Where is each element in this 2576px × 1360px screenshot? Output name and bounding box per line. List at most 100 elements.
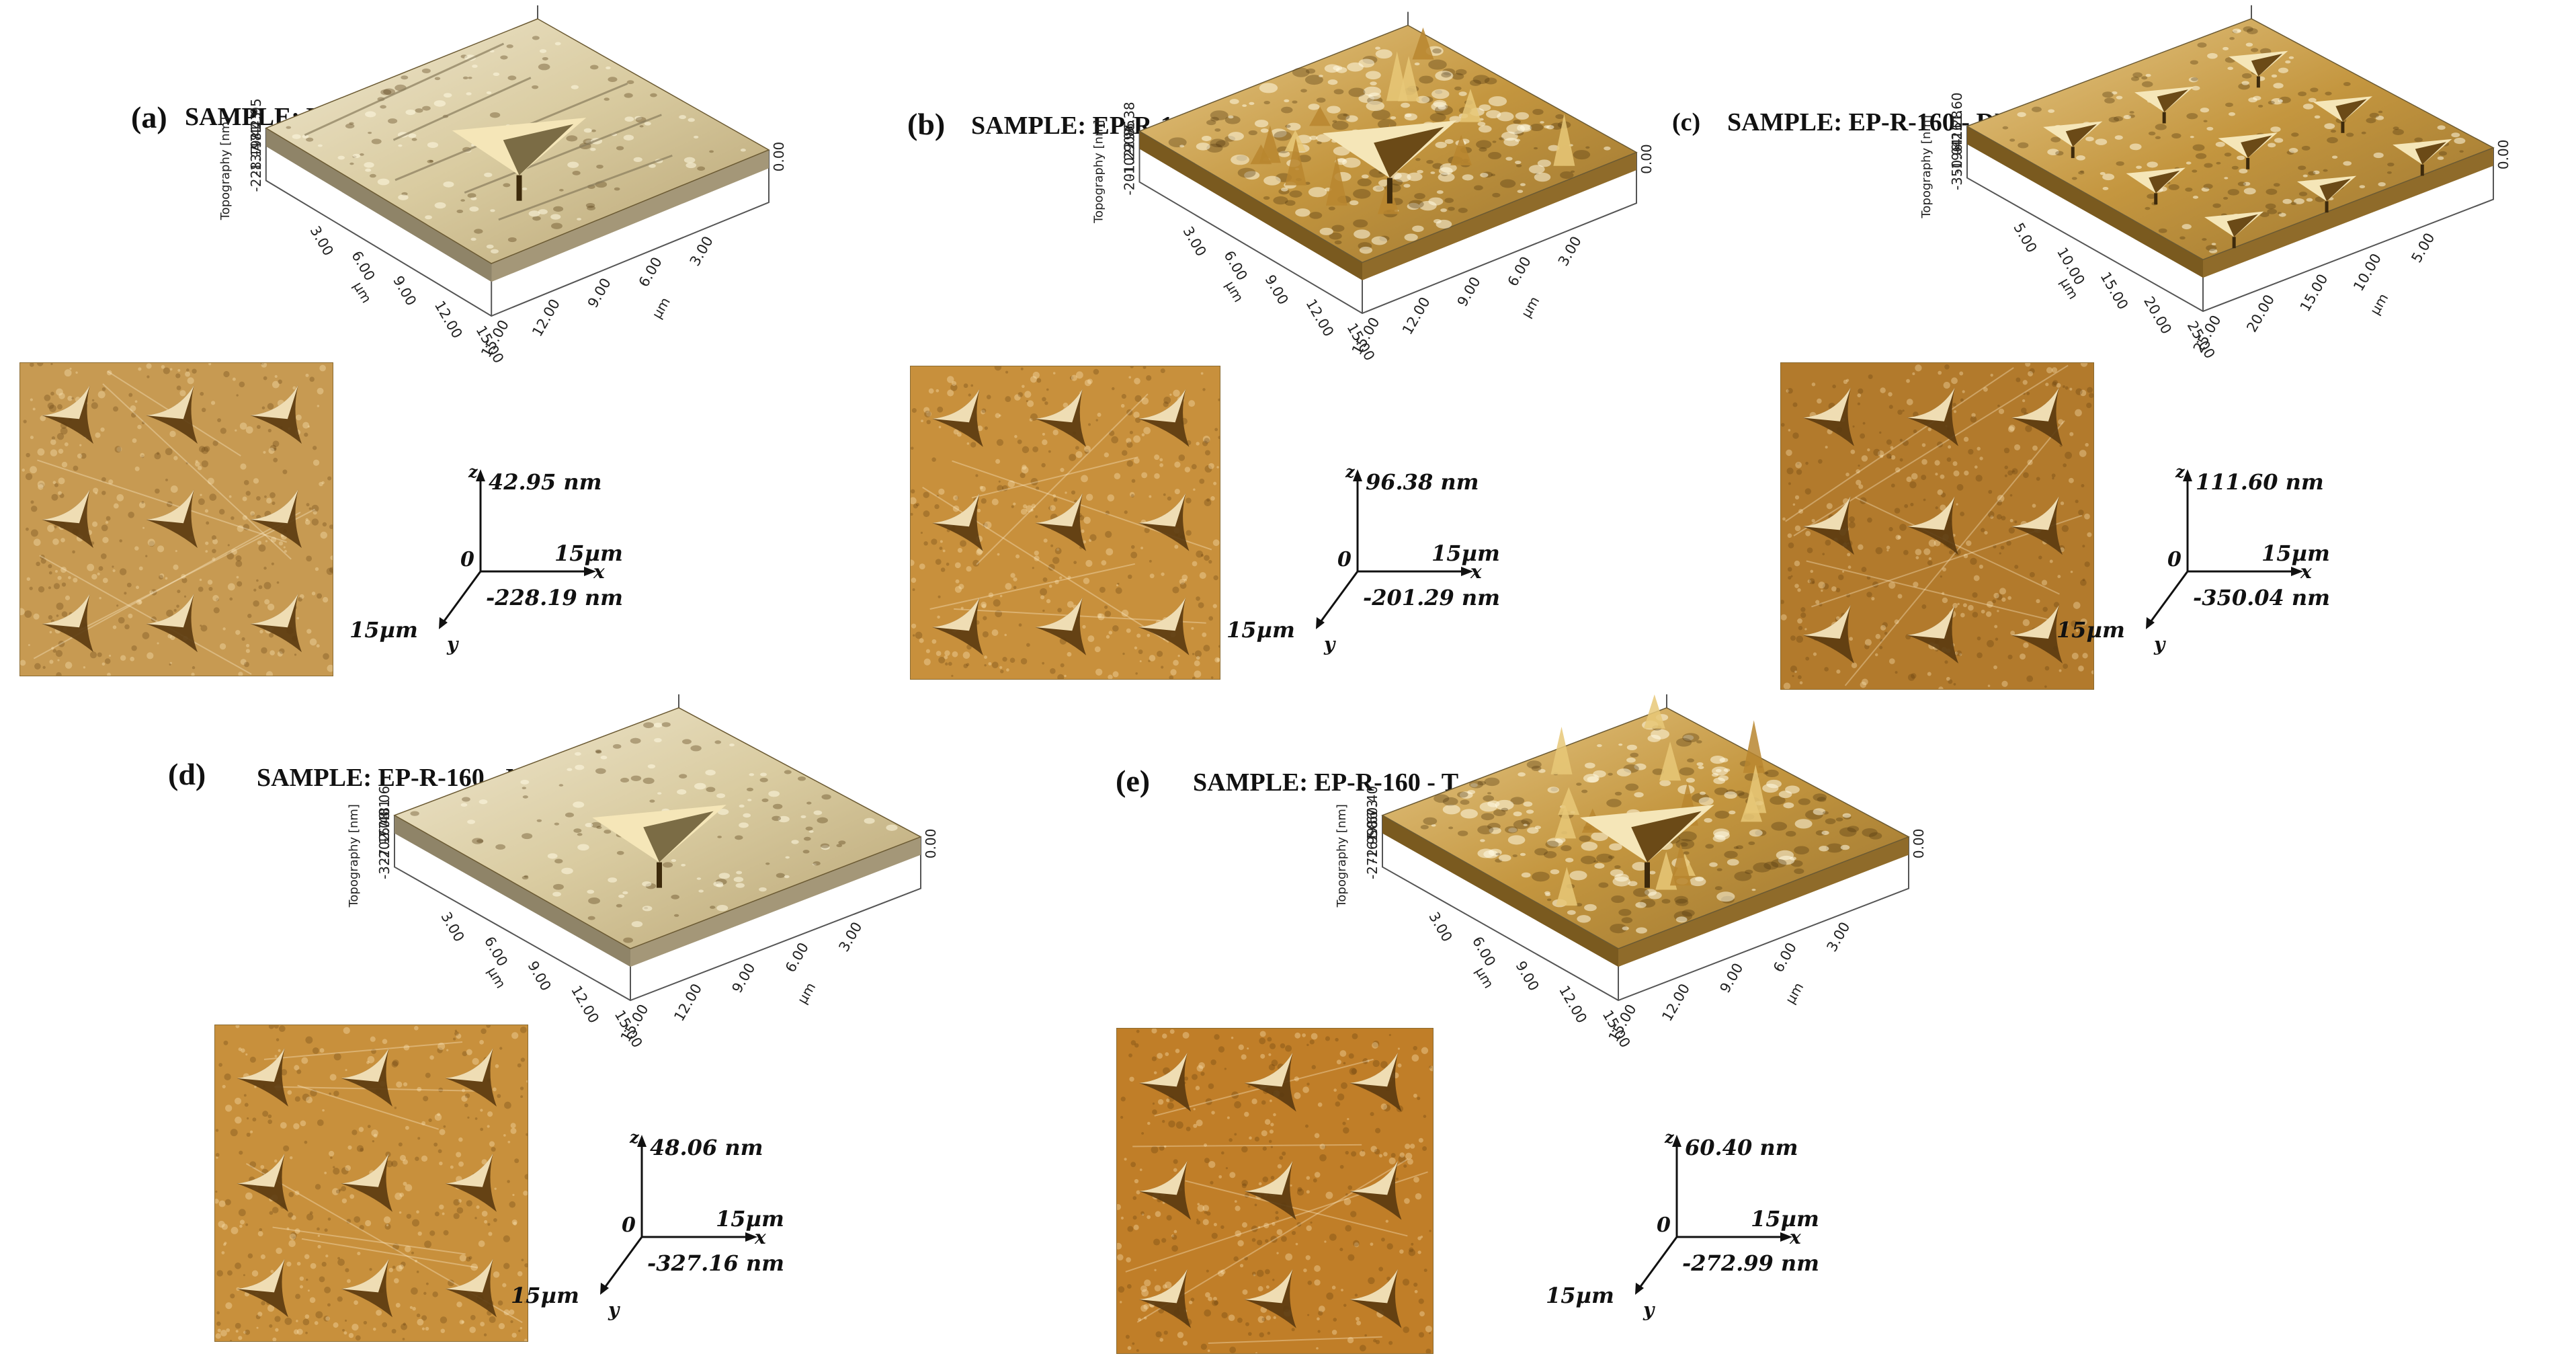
y-axis-line: [1638, 1236, 1678, 1288]
image-texture: [481, 1159, 487, 1165]
image-texture: [369, 1268, 372, 1271]
image-texture: [1136, 1349, 1139, 1352]
image-indent: [1035, 493, 1087, 551]
image-texture: [109, 654, 112, 657]
surface-texture: [561, 867, 573, 875]
image-texture: [101, 662, 106, 666]
image-texture: [1877, 450, 1884, 457]
surface-texture: [506, 44, 513, 48]
image-texture: [221, 1224, 228, 1230]
image-texture: [1354, 1242, 1360, 1248]
image-texture: [1788, 542, 1794, 549]
image-texture: [1127, 1346, 1132, 1350]
y-length-label: 15µm: [1546, 1283, 1614, 1308]
image-texture: [1017, 392, 1024, 397]
image-texture: [402, 1159, 408, 1165]
image-indent: [1138, 1269, 1192, 1328]
afm-2d-image: [1781, 363, 2093, 689]
image-texture: [1071, 374, 1077, 381]
surface-texture: [2212, 203, 2221, 208]
image-texture: [53, 583, 60, 590]
image-texture: [317, 1227, 320, 1231]
image-texture: [913, 504, 918, 509]
image-texture: [230, 1129, 238, 1137]
surface-peak: [1669, 843, 1692, 886]
image-texture: [317, 1234, 321, 1237]
image-texture: [1291, 1328, 1295, 1332]
image-texture: [1826, 503, 1833, 510]
surface-texture: [747, 799, 752, 801]
image-texture: [1388, 1157, 1396, 1164]
image-texture: [1198, 1062, 1205, 1069]
indent-face-dark: [2251, 53, 2283, 77]
image-texture: [1192, 1074, 1198, 1080]
image-texture: [1282, 1151, 1286, 1156]
image-texture: [34, 663, 41, 670]
image-texture: [1938, 686, 1944, 689]
image-texture: [235, 1263, 241, 1269]
image-texture: [106, 516, 111, 521]
surface-texture: [642, 881, 652, 887]
image-texture: [1255, 1352, 1258, 1353]
image-texture: [44, 394, 51, 401]
image-texture: [1956, 503, 1958, 506]
image-texture: [1200, 554, 1204, 557]
image-texture: [938, 656, 946, 664]
image-texture: [2089, 393, 2093, 399]
surface-texture: [2454, 137, 2466, 145]
surface-texture: [1548, 145, 1560, 151]
image-texture: [177, 590, 181, 594]
image-texture: [523, 1191, 528, 1196]
y-tick-label: 9.00: [1454, 274, 1484, 310]
image-texture: [1084, 445, 1091, 452]
image-texture: [2042, 606, 2048, 612]
image-indent: [932, 493, 983, 551]
surface-texture: [1492, 141, 1497, 143]
image-texture: [962, 651, 970, 659]
image-scratch: [272, 1226, 466, 1255]
image-texture: [399, 1192, 404, 1197]
surface-texture: [1248, 130, 1257, 136]
surface-texture: [1332, 120, 1349, 130]
image-texture: [254, 1085, 257, 1088]
image-texture: [942, 549, 946, 553]
surface-texture: [1270, 128, 1287, 138]
surface-texture: [813, 810, 823, 815]
image-texture: [371, 1049, 376, 1054]
image-texture: [279, 648, 285, 654]
image-texture: [1339, 1248, 1343, 1252]
surface-peak: [1398, 56, 1420, 102]
image-texture: [1972, 612, 1979, 618]
surface-texture: [886, 824, 898, 831]
image-texture: [1229, 1138, 1233, 1142]
surface-texture: [474, 229, 483, 234]
image-texture: [1797, 675, 1802, 680]
image-texture: [1163, 1145, 1167, 1148]
image-texture: [367, 1055, 375, 1064]
image-texture: [524, 1338, 528, 1341]
image-texture: [383, 1216, 391, 1224]
image-texture: [450, 1165, 454, 1169]
surface-texture: [522, 187, 528, 190]
surface-texture: [1353, 219, 1368, 228]
image-texture: [399, 1154, 407, 1162]
surface-texture: [1614, 791, 1622, 796]
image-texture: [1341, 1289, 1343, 1291]
image-texture: [269, 492, 276, 498]
surface-texture: [467, 193, 476, 198]
image-texture: [524, 1263, 528, 1268]
surface-texture: [1273, 196, 1288, 205]
surface-texture: [785, 856, 790, 859]
image-texture: [468, 1256, 472, 1260]
surface-texture: [624, 93, 633, 98]
surface-texture: [415, 108, 423, 113]
image-texture: [341, 1167, 349, 1175]
image-texture: [101, 524, 108, 532]
y-axis-arrow: [600, 1283, 609, 1295]
y-axis-arrow: [2146, 617, 2155, 629]
image-texture: [915, 503, 920, 507]
origin-label: 0: [460, 548, 474, 571]
image-texture: [1258, 1226, 1261, 1229]
image-texture: [1023, 504, 1028, 509]
image-texture: [1819, 603, 1823, 607]
